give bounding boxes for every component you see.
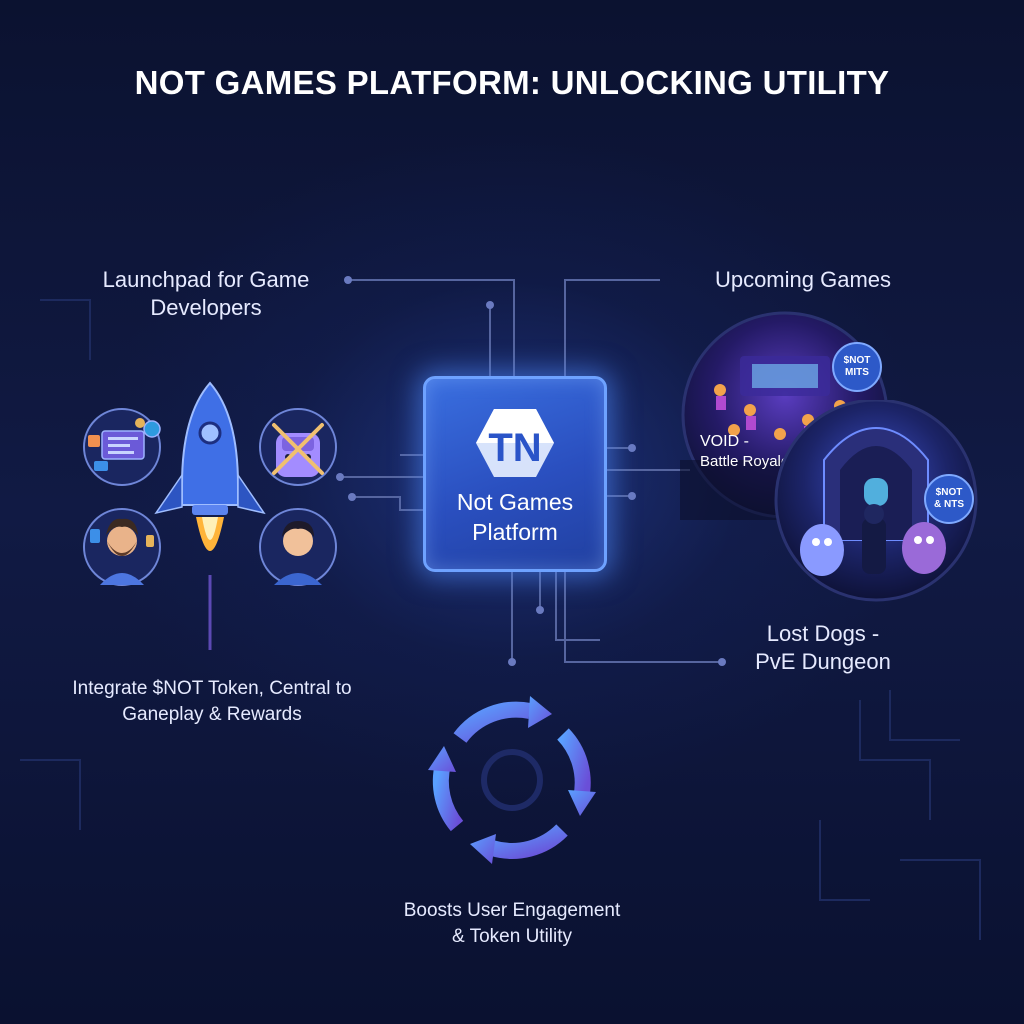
cycle-arrows-icon (428, 696, 596, 864)
game-void-caption: VOID - Battle Royale (700, 432, 830, 472)
integrate-label-line1: Integrate $NOT Token, Central to (72, 678, 352, 699)
bearded-developer-icon (83, 508, 161, 586)
engagement-label: Boosts User Engagement & Token Utility (352, 898, 672, 950)
game-lostdogs-badge: $NOT & NTS (924, 474, 974, 524)
game-lostdogs-artwork (774, 400, 978, 602)
platform-logo-text: TN (488, 426, 541, 470)
tools-avatar-icon (259, 408, 337, 486)
launchpad-label-line2: Developers (150, 295, 262, 320)
upcoming-games-label: Upcoming Games (714, 267, 892, 292)
engagement-label-line1: Boosts User Engagement (403, 900, 621, 921)
platform-label-line1: Not Games (456, 489, 574, 515)
game-lostdogs-badge-line2: & NTS (934, 499, 964, 510)
rocket-icon (154, 381, 266, 650)
game-void-caption-line1: VOID - (700, 433, 749, 450)
platform-label: Not Games Platform (426, 487, 604, 547)
launchpad-label-line1: Launchpad for Game (102, 267, 310, 292)
game-lostdogs-badge-line1: $NOT (935, 487, 963, 498)
developer-cluster (83, 381, 337, 650)
integrate-label-line2: Ganeplay & Rewards (122, 704, 302, 725)
game-lostdogs-caption: Lost Dogs - PvE Dungeon (728, 620, 918, 676)
integrate-label: Integrate $NOT Token, Central to Ganepla… (42, 676, 382, 728)
game-void-caption-line2: Battle Royale (700, 453, 790, 470)
connector-left-2 (352, 496, 423, 511)
game-void-badge-line1: $NOT (843, 355, 871, 366)
game-lostdogs-caption-line2: PvE Dungeon (755, 649, 891, 674)
connector-top-left (348, 279, 515, 376)
game-void-badge: $NOT MITS (832, 342, 882, 392)
developer-dashboard-icon (83, 408, 161, 486)
connector-bottom-right (564, 566, 722, 663)
engagement-label-line2: & Token Utility (451, 926, 573, 947)
connector-top-right (564, 279, 660, 376)
connector-bottom-3 (555, 566, 600, 641)
platform-core-node: TN Not Games Platform (423, 376, 607, 572)
platform-logo-icon: TN (476, 409, 554, 477)
lostdogs-characters-icon (800, 504, 946, 576)
platform-label-line2: Platform (472, 519, 558, 545)
launchpad-label: Launchpad for Game Developers (66, 266, 346, 322)
game-void-badge-line2: MITS (845, 367, 869, 378)
developer-avatar-icon (259, 508, 337, 586)
page-title: NOT GAMES PLATFORM: UNLOCKING UTILITY (134, 64, 890, 101)
game-lostdogs-caption-line1: Lost Dogs - (766, 621, 880, 646)
